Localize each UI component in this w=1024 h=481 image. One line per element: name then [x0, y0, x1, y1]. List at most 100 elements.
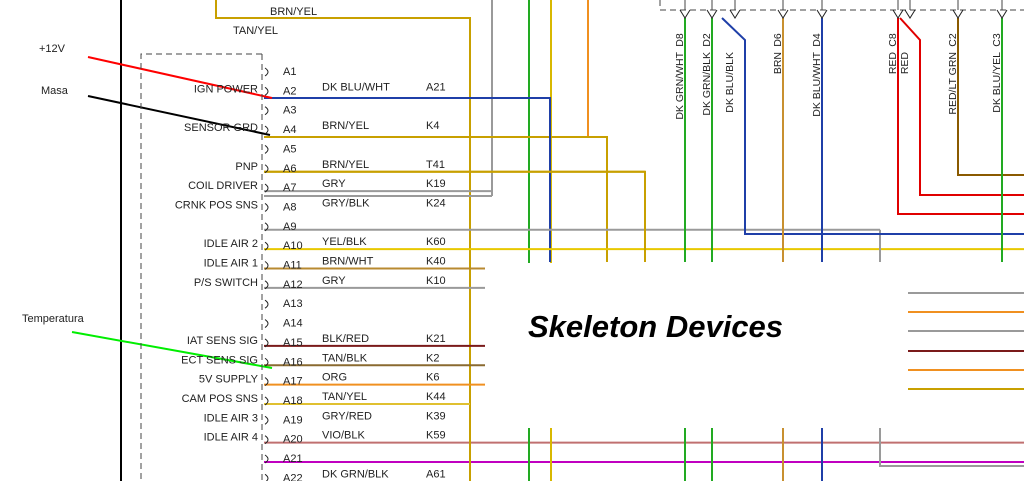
pin-circuit-code: T41 — [426, 159, 445, 171]
connector-outline — [140, 53, 262, 481]
top-connector-terminal — [892, 9, 904, 19]
pin-circuit-code: K24 — [426, 197, 446, 209]
pin-id: A20 — [283, 434, 303, 446]
pin-wire-label: GRY/RED — [322, 410, 372, 422]
pin-terminal — [264, 144, 269, 154]
pin-wire-label: ORG — [322, 372, 347, 384]
pin-id: A17 — [283, 376, 303, 388]
pin-id: A9 — [283, 221, 296, 233]
pin-terminal — [264, 415, 269, 425]
wire-layer — [71, 0, 1024, 481]
pin-id: A12 — [283, 279, 303, 291]
pin-id: A19 — [283, 414, 303, 426]
annotation-line-12v — [87, 56, 273, 99]
pin-id: A18 — [283, 395, 303, 407]
pin-wire-label: BRN/WHT — [322, 256, 374, 268]
top-connector-pin: C2 — [947, 33, 959, 47]
annotation-label: Temperatura — [22, 313, 85, 325]
wire-brn-yel-pin6-down — [264, 170, 646, 262]
pin-circuit-code: K6 — [426, 372, 439, 384]
top-connector-pin: C8 — [887, 33, 899, 47]
pin-circuit-code: K10 — [426, 275, 446, 287]
pin-terminal — [264, 299, 269, 309]
pin-terminal — [264, 164, 269, 174]
top-connector-terminal — [679, 9, 691, 19]
wire-red-c8 — [897, 18, 1024, 215]
wire-brn-yel-pin4 — [264, 136, 608, 262]
pin-terminal — [264, 319, 269, 328]
pin-id: A11 — [283, 260, 302, 272]
top-connector-wire-label: DK GRN/BLK — [701, 52, 713, 116]
pin-id: A7 — [283, 182, 296, 194]
pin-id: A1 — [283, 66, 296, 78]
pin-terminal — [264, 222, 269, 232]
pin-terminal — [264, 183, 269, 193]
pin-terminal — [264, 125, 269, 135]
pin-id: A3 — [283, 105, 296, 117]
pin-terminal — [264, 106, 269, 116]
pin-id: A4 — [283, 124, 296, 136]
pin-circuit-code: K21 — [426, 333, 446, 345]
pin-wire-label: BLK/RED — [322, 333, 369, 345]
top-connector-wire-label: DK BLU/YEL — [991, 52, 1003, 113]
pin-id: A10 — [283, 240, 303, 252]
top-connector-pin: D4 — [811, 33, 823, 47]
function-label: CAM POS SNS — [182, 393, 258, 405]
pin-circuit-code: K39 — [426, 410, 446, 422]
top-connector-terminal — [996, 9, 1008, 19]
ecm-connector — [140, 0, 1024, 481]
pin-wire-label: DK GRN/BLK — [322, 468, 389, 480]
pin-circuit-code: K4 — [426, 120, 439, 132]
pin-id: A21 — [283, 453, 303, 465]
top-connector-wire-label: RED/LT GRN — [947, 52, 959, 115]
pin-circuit-code: K19 — [426, 178, 446, 190]
pin-circuit-code: K44 — [426, 391, 446, 403]
pin-terminal — [264, 473, 269, 481]
pin-wire-label: GRY/BLK — [322, 197, 370, 209]
pin-terminal — [264, 338, 269, 348]
pin-terminal — [264, 454, 269, 464]
annotation-label: +12V — [39, 43, 66, 55]
top-connector-terminal — [816, 9, 828, 19]
pin-wire-label: YEL/BLK — [322, 236, 367, 248]
pin-wire-label: GRY — [322, 275, 346, 287]
function-label: IDLE AIR 2 — [204, 238, 258, 250]
pin-wire-label: BRN/YEL — [322, 120, 369, 132]
annotation-line-masa — [87, 95, 271, 136]
top-connector-terminal — [729, 9, 741, 19]
top-connector-terminal — [952, 9, 964, 19]
function-label: IDLE AIR 4 — [204, 432, 258, 444]
wire-dk-blu-wht-pin2 — [264, 97, 551, 262]
pin-id: A8 — [283, 201, 296, 213]
pin-id: A14 — [283, 318, 303, 330]
top-connector-wire-label: RED — [887, 52, 899, 75]
function-label: COIL DRIVER — [188, 180, 258, 192]
pin-terminal — [264, 280, 269, 290]
pin-circuit-code: K40 — [426, 256, 446, 268]
top-connector-wire-label: DK GRN/WHT — [674, 51, 686, 119]
function-label: IDLE AIR 3 — [204, 412, 258, 424]
pin-terminal — [264, 261, 269, 270]
pin-id: A13 — [283, 298, 303, 310]
function-label: CRNK POS SNS — [175, 199, 258, 211]
pin-id: A22 — [283, 472, 303, 481]
top-connector-wire-label: DK BLU/BLK — [724, 52, 736, 113]
top-connector-pin: D6 — [772, 33, 784, 47]
top-connector-pin: C3 — [991, 33, 1003, 47]
top-connector-pin: D2 — [701, 33, 713, 47]
pin-wire-label: DK BLU/WHT — [322, 81, 390, 93]
function-label: IGN POWER — [194, 83, 258, 95]
annotation-line-temperatura — [71, 331, 273, 369]
top-connector-terminal — [904, 9, 916, 19]
pin-terminal — [264, 357, 269, 367]
function-label: 5V SUPPLY — [199, 374, 259, 386]
wire-dk-blu-blk-top — [721, 17, 1024, 235]
pin-id: A6 — [283, 163, 296, 175]
pin-circuit-code: A61 — [426, 468, 446, 480]
pin-terminal — [264, 396, 269, 406]
pin-id: A15 — [283, 337, 303, 349]
pin-terminal — [264, 241, 269, 251]
top-connector-pin: D8 — [674, 33, 686, 47]
function-label: SENSOR GRD — [184, 122, 258, 134]
